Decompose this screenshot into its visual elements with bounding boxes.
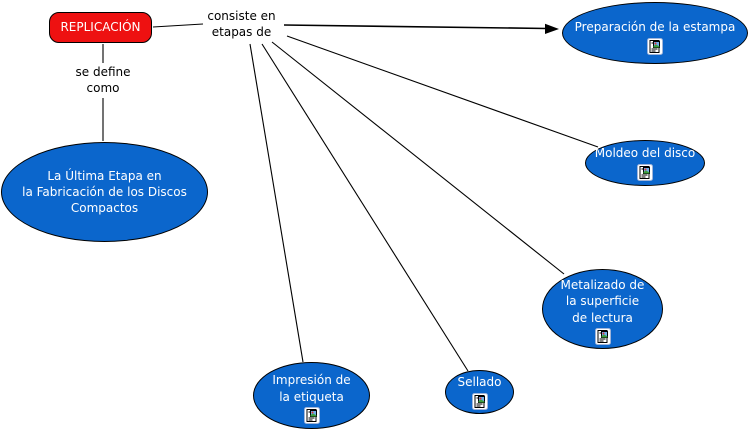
resource-icon[interactable] <box>471 392 488 410</box>
concept-moldeo-disco[interactable]: Moldeo del disco <box>585 140 705 186</box>
connector-consiste-sellado <box>261 43 469 372</box>
resource-icon[interactable] <box>594 327 611 345</box>
resource-icon[interactable] <box>637 163 653 181</box>
connector-consiste-preparacion <box>283 24 548 30</box>
linking-phrase-consiste-en[interactable]: consiste en etapas de <box>207 9 276 39</box>
concept-definicion-label: La Última Etapa en la Fabricación de los… <box>22 168 187 216</box>
connector-consiste-metalizado <box>271 41 565 275</box>
connector-consiste-moldeo <box>286 35 599 148</box>
resource-icon[interactable] <box>303 406 320 424</box>
concept-moldeo-label: Moldeo del disco <box>594 146 696 161</box>
concept-metalizado-superficie[interactable]: Metalizado de la superficie de lectura <box>542 269 663 349</box>
resource-icon[interactable] <box>647 37 663 55</box>
concept-definicion[interactable]: La Última Etapa en la Fabricación de los… <box>1 142 208 242</box>
concept-sellado[interactable]: Sellado <box>445 370 514 414</box>
concept-sellado-label: Sellado <box>457 375 502 390</box>
concept-preparacion-label: Preparación de la estampa <box>574 20 736 35</box>
connector-consiste-impresion <box>249 43 304 363</box>
linking-phrase-se-define-como[interactable]: se define como <box>75 65 131 95</box>
concept-impresion-etiqueta[interactable]: Impresión de la etiqueta <box>253 362 370 429</box>
connector-replicacion-consiste <box>152 23 204 28</box>
concept-replicacion[interactable]: REPLICACIÓN <box>49 12 152 43</box>
concept-metalizado-label: Metalizado de la superficie de lectura <box>560 278 645 325</box>
concept-replicacion-label: REPLICACIÓN <box>60 20 141 35</box>
concept-impresion-label: Impresión de la etiqueta <box>272 373 351 404</box>
concept-preparacion-estampa[interactable]: Preparación de la estampa <box>562 2 748 64</box>
arrowhead-preparacion <box>545 23 559 34</box>
